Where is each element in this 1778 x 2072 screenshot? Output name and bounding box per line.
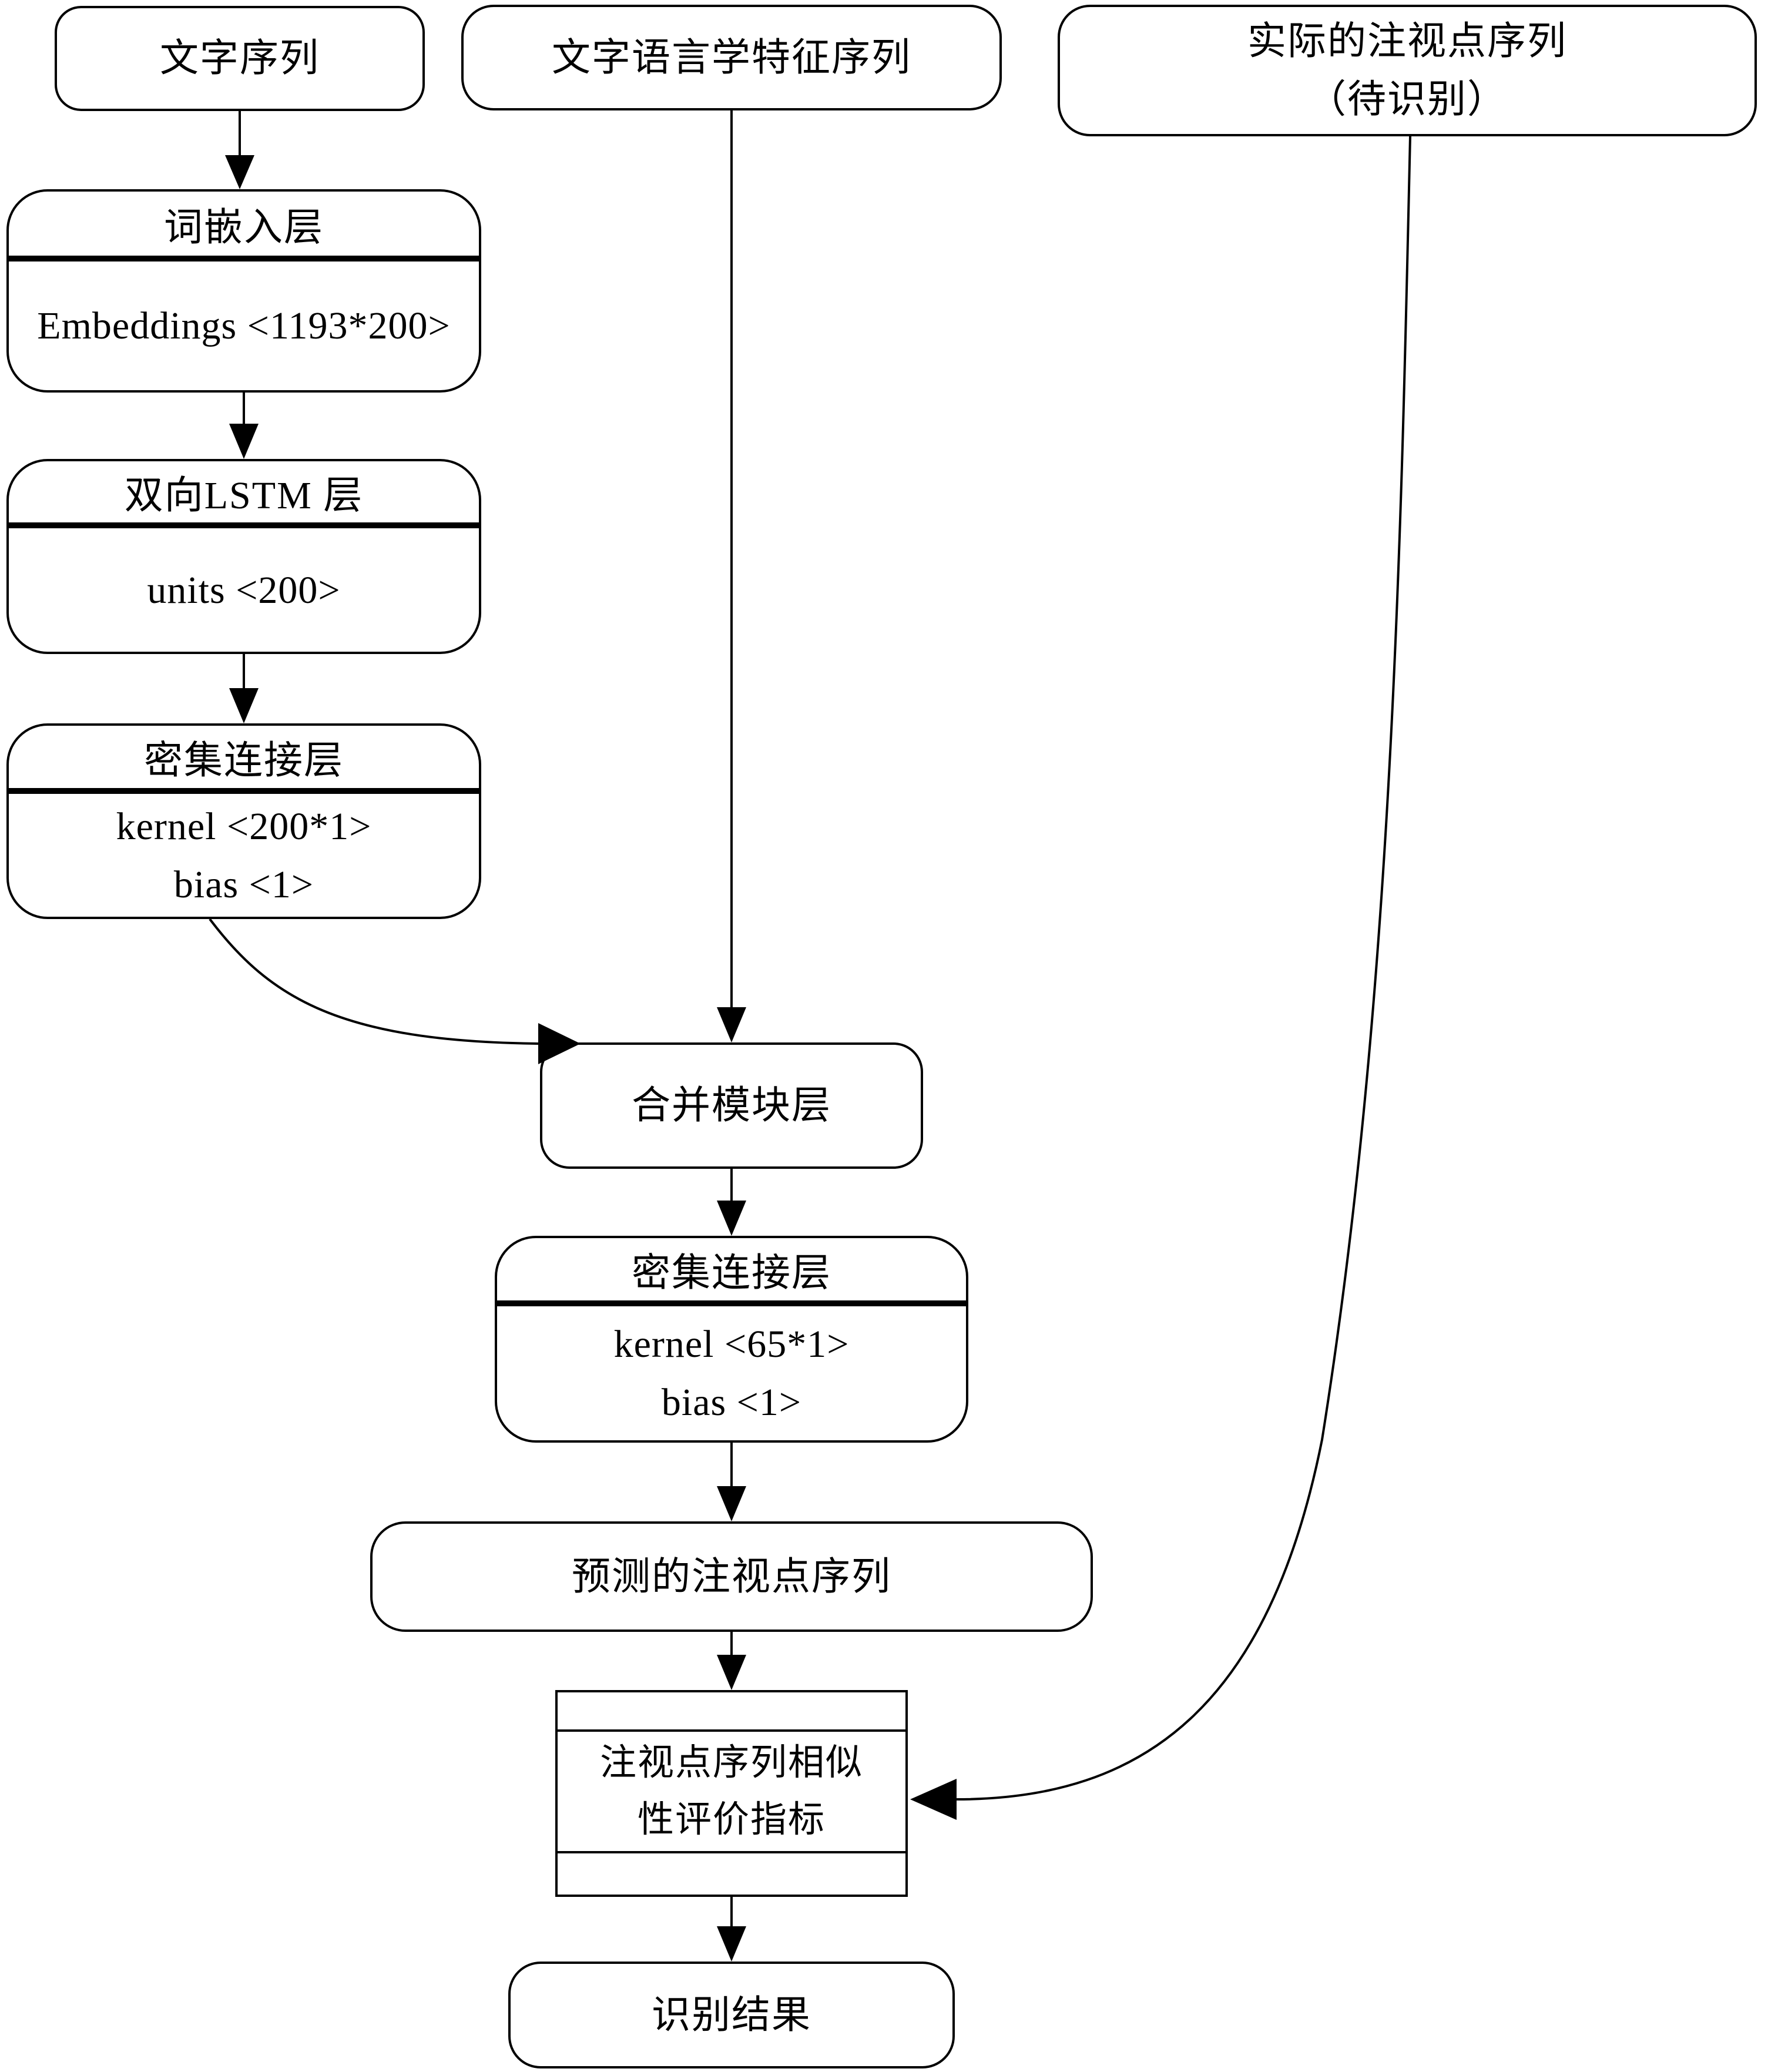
node-similarity-metric-line2: 性评价指标 [637,1799,826,1840]
node-dense-layer-1-title: 密集连接层 [9,726,479,794]
node-bilstm-layer-title: 双向LSTM 层 [9,461,479,528]
node-word-embedding-layer: 词嵌入层 Embeddings <1193*200> [6,189,481,393]
node-bilstm-layer: 双向LSTM 层 units <200> [6,459,481,654]
node-predicted-gaze-sequence: 预测的注视点序列 [370,1521,1093,1632]
node-similarity-metric-line1: 注视点序列相似 [599,1743,863,1783]
arrowhead-down-metric [717,1655,746,1690]
node-actual-gaze-sequence: 实际的注视点序列 （待识别） [1058,5,1757,136]
node-linguistic-feature-sequence: 文字语言学特征序列 [461,5,1002,110]
node-dense-layer-1-kernel: kernel <200*1> [116,804,372,848]
node-dense-layer-2-title: 密集连接层 [497,1238,966,1306]
node-dense-layer-2-bias: bias <1> [661,1381,802,1424]
arrowhead-down-embedding [225,155,254,189]
node-dense-layer-1-detail: kernel <200*1> bias <1> [9,794,479,917]
similarity-metric-bottom-band [558,1853,905,1895]
node-merge-module-layer: 合并模块层 [540,1042,923,1169]
connector-dense1-to-merge [209,918,539,1045]
arrowhead-down-bilstm [229,424,259,459]
node-actual-gaze-sequence-line2: （待识别） [1307,78,1507,121]
node-dense-layer-2: 密集连接层 kernel <65*1> bias <1> [495,1236,968,1443]
arrowhead-down-dense2 [717,1201,746,1236]
node-predicted-gaze-sequence-label: 预测的注视点序列 [572,1555,891,1598]
node-actual-gaze-sequence-label: 实际的注视点序列 （待识别） [1060,7,1754,134]
node-text-sequence: 文字序列 [55,6,425,111]
node-similarity-metric: 注视点序列相似 性评价指标 [555,1690,908,1897]
node-word-embedding-layer-title: 词嵌入层 [9,192,479,261]
node-dense-layer-1: 密集连接层 kernel <200*1> bias <1> [6,723,481,919]
node-merge-module-layer-label: 合并模块层 [632,1084,831,1127]
node-dense-layer-1-bias: bias <1> [173,863,314,906]
arrowhead-down-predicted [717,1486,746,1521]
node-linguistic-feature-sequence-label: 文字语言学特征序列 [552,36,911,79]
arrowhead-down-result [717,1926,746,1962]
arrowhead-left-metric [910,1779,957,1820]
node-recognition-result: 识别结果 [508,1962,955,2068]
node-word-embedding-layer-detail: Embeddings <1193*200> [37,304,451,347]
node-dense-layer-2-detail: kernel <65*1> bias <1> [497,1306,966,1440]
node-dense-layer-2-kernel: kernel <65*1> [613,1323,850,1366]
node-actual-gaze-sequence-line1: 实际的注视点序列 [1247,20,1567,63]
similarity-metric-top-band [558,1692,905,1732]
node-similarity-metric-label: 注视点序列相似 性评价指标 [558,1732,905,1853]
node-recognition-result-label: 识别结果 [652,1993,811,2037]
arrowhead-down-dense1 [229,688,259,723]
node-bilstm-layer-detail: units <200> [147,568,341,612]
arrowhead-down-merge [717,1007,746,1042]
node-text-sequence-label: 文字序列 [160,37,320,80]
